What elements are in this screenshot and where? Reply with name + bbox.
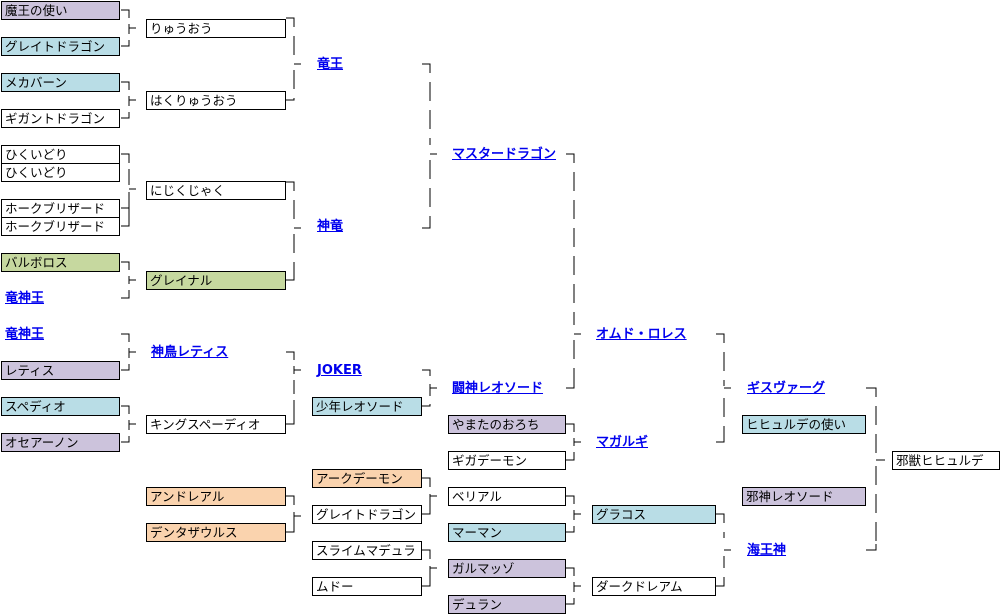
round2-entry: グレイナル [146, 271, 286, 290]
round2-link-entry[interactable]: 神鳥レティス [151, 345, 229, 360]
round5-link-entry[interactable]: マガルギ [596, 435, 649, 450]
round2-entry: アンドレアル [146, 487, 286, 506]
round1-entry: バルボロス [1, 253, 120, 272]
round1-entry: 魔王の使い [1, 1, 120, 20]
round2-entry: にじくじゃく [146, 181, 286, 200]
round5-entry: ダークドレアム [592, 577, 716, 596]
round1-entry: ホークブリザード [1, 199, 120, 218]
round2-entry: デンタザウルス [146, 523, 286, 542]
round1-entry: オセアーノン [1, 433, 120, 452]
round3-entry: ムドー [312, 577, 422, 596]
round6-entry: ヒヒュルデの使い [742, 415, 866, 434]
round6-entry: 邪神レオソード [742, 487, 866, 506]
round1-entry: ひくいどり [1, 163, 120, 182]
round6-link-entry[interactable]: ギスヴァーグ [747, 381, 826, 396]
round4-entry: ギガデーモン [448, 451, 566, 470]
round4-entry: ベリアル [448, 487, 566, 506]
round1-entry: ギガントドラゴン [1, 109, 120, 128]
round1-entry: グレイトドラゴン [1, 37, 120, 56]
round2-entry: りゅうおう [146, 19, 286, 38]
round5-entry: グラコス [592, 505, 716, 524]
round3-link-entry[interactable]: 神竜 [317, 219, 344, 234]
round2-entry: はくりゅうおう [146, 91, 286, 110]
round4-entry: デュラン [448, 595, 566, 614]
round3-link-entry[interactable]: 竜王 [317, 57, 344, 72]
round4-entry: ガルマッゾ [448, 559, 566, 578]
round1-link-entry[interactable]: 竜神王 [5, 327, 45, 342]
round3-entry: スライムマデュラ [312, 541, 422, 560]
round4-entry: やまたのおろち [448, 415, 566, 434]
round1-entry: スペディオ [1, 397, 120, 416]
round1-link-entry[interactable]: 竜神王 [5, 291, 45, 306]
round3-entry: 少年レオソード [312, 397, 422, 416]
round1-entry: ひくいどり [1, 145, 120, 164]
round4-link-entry[interactable]: 闘神レオソード [452, 381, 544, 396]
round3-entry: アークデーモン [312, 469, 422, 488]
round3-entry: グレイトドラゴン [312, 505, 422, 524]
round4-entry: マーマン [448, 523, 566, 542]
round6-link-entry[interactable]: 海王神 [747, 543, 787, 558]
round1-entry: レティス [1, 361, 120, 380]
round1-entry: ホークブリザード [1, 217, 120, 236]
round2-entry: キングスペーディオ [146, 415, 286, 434]
round4-link-entry[interactable]: マスタードラゴン [452, 147, 557, 162]
round1-entry: メカバーン [1, 73, 120, 92]
round3-link-entry[interactable]: JOKER [317, 363, 362, 378]
final-entry: 邪獣ヒヒュルデ [892, 451, 1000, 470]
round5-link-entry[interactable]: オムド・ロレス [596, 327, 687, 342]
